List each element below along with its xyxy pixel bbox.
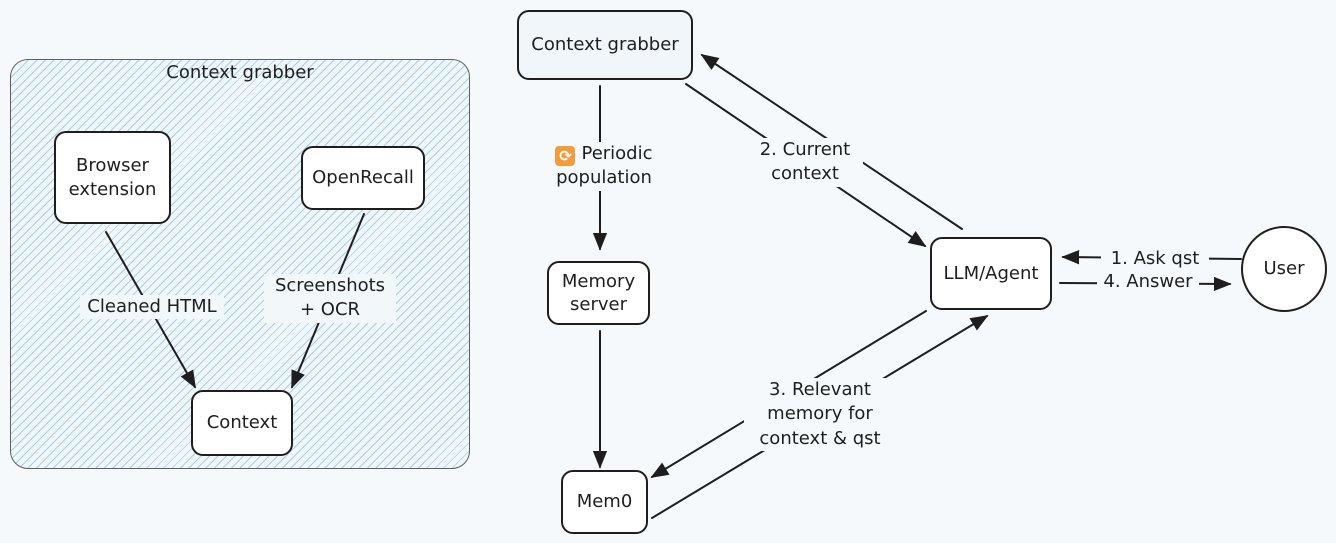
label-ask-qst: 1. Ask qst xyxy=(1101,247,1209,272)
context-grabber-group xyxy=(10,59,470,469)
label-periodic-population: ⟳Periodic population xyxy=(540,142,668,191)
node-context[interactable]: Context xyxy=(191,390,293,456)
label-cleaned-html: Cleaned HTML xyxy=(80,295,224,320)
node-user[interactable]: User xyxy=(1241,226,1327,312)
repeat-icon: ⟳ xyxy=(555,146,576,166)
label-relevant-memory: 3. Relevant memory for context & qst xyxy=(744,378,896,451)
label-periodic-text: Periodic population xyxy=(556,143,653,189)
label-answer: 4. Answer xyxy=(1097,270,1199,295)
label-screenshots-ocr: Screenshots + OCR xyxy=(264,274,396,323)
node-llm-agent[interactable]: LLM/Agent xyxy=(930,237,1052,310)
node-context-grabber[interactable]: Context grabber xyxy=(517,10,693,80)
node-mem0[interactable]: Mem0 xyxy=(561,470,648,534)
group-title: Context grabber xyxy=(166,62,314,83)
label-current-context: 2. Current context xyxy=(747,138,863,187)
node-browser-extension[interactable]: Browser extension xyxy=(54,131,171,224)
node-memory-server[interactable]: Memory server xyxy=(547,261,650,325)
node-openrecall[interactable]: OpenRecall xyxy=(301,146,425,210)
